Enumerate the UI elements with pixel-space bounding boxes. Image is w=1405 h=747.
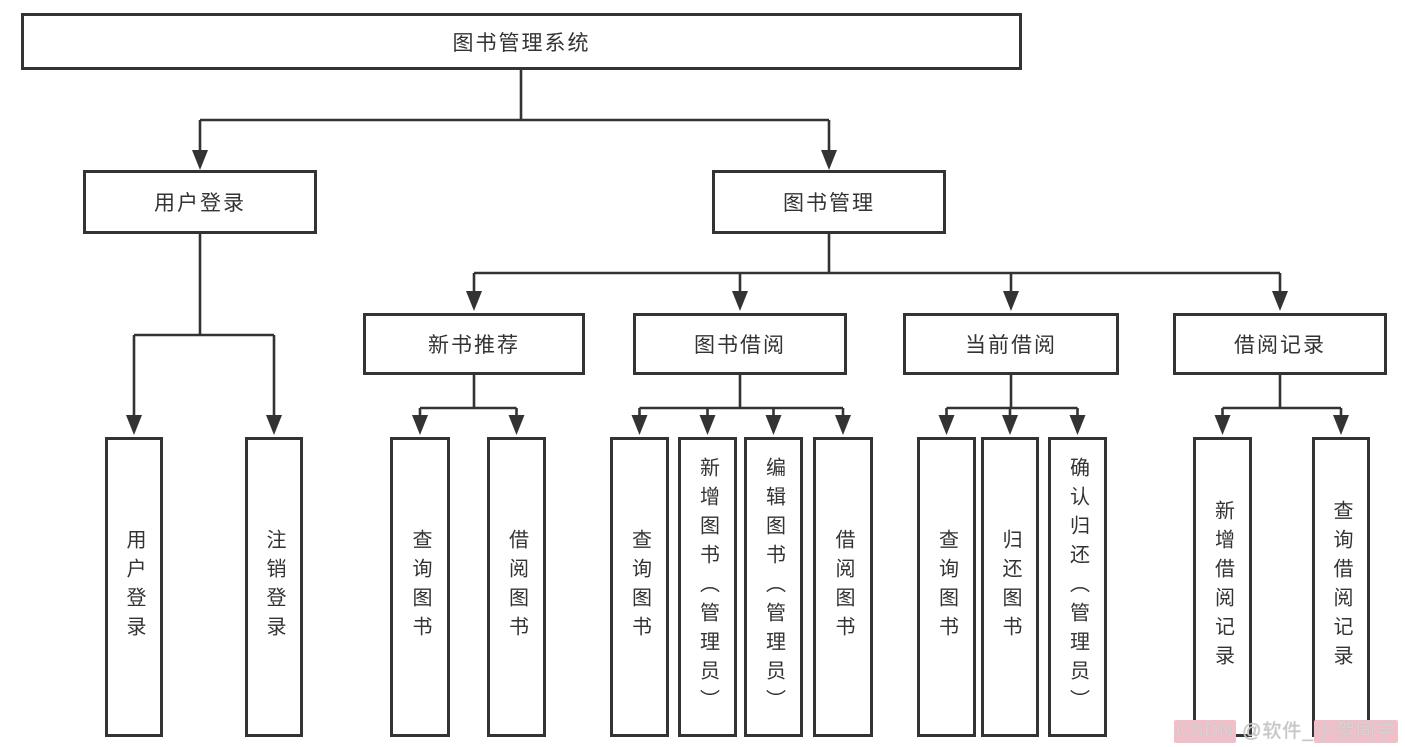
leaf-logout: 注销登录: [245, 437, 303, 737]
leaf-borrow-add-books-admin-label: 新增图书（管理员）: [696, 456, 719, 718]
node-book-borrow: 图书借阅: [633, 313, 847, 375]
node-root-label: 图书管理系统: [452, 31, 591, 55]
leaf-user-login: 用户登录: [105, 437, 163, 737]
node-current-borrow: 当前借阅: [903, 313, 1119, 375]
watermark: CSDN @软件_小贺同学: [1174, 716, 1398, 743]
leaf-current-return-books-label: 归还图书: [999, 529, 1021, 645]
leaf-current-query-books-label: 查询图书: [935, 529, 958, 645]
node-root: 图书管理系统: [21, 13, 1022, 70]
node-borrow-records: 借阅记录: [1173, 313, 1387, 375]
node-borrow-records-label: 借阅记录: [1234, 334, 1326, 357]
node-current-borrow-label: 当前借阅: [965, 334, 1057, 357]
node-book-management-label: 图书管理: [783, 192, 875, 215]
node-new-book-recommend-label: 新书推荐: [428, 334, 520, 357]
leaf-records-query-record: 查询借阅记录: [1312, 437, 1370, 737]
leaf-borrow-edit-books-admin-label: 编辑图书（管理员）: [762, 456, 785, 718]
watermark-handle: @软件_: [1235, 721, 1314, 742]
leaf-records-add-record: 新增借阅记录: [1193, 437, 1252, 737]
node-user-login-label: 用户登录: [154, 192, 246, 215]
leaf-borrow-query-books-label: 查询图书: [628, 529, 651, 645]
leaf-records-add-record-label: 新增借阅记录: [1211, 500, 1234, 674]
leaf-logout-label: 注销登录: [263, 529, 285, 645]
leaf-current-query-books: 查询图书: [917, 437, 976, 737]
leaf-current-return-books: 归还图书: [981, 437, 1039, 737]
leaf-borrow-query-books: 查询图书: [610, 437, 669, 737]
leaf-borrow-borrow-books-label: 借阅图书: [832, 529, 854, 645]
node-new-book-recommend: 新书推荐: [363, 313, 585, 375]
leaf-borrow-add-books-admin: 新增图书（管理员）: [678, 437, 737, 737]
leaf-rec-query-books-label: 查询图书: [409, 529, 431, 645]
leaf-borrow-borrow-books: 借阅图书: [813, 437, 873, 737]
watermark-brand: CSDN: [1174, 720, 1236, 743]
node-book-management: 图书管理: [712, 170, 946, 234]
leaf-borrow-edit-books-admin: 编辑图书（管理员）: [744, 437, 803, 737]
leaf-rec-query-books: 查询图书: [390, 437, 450, 737]
leaf-user-login-label: 用户登录: [123, 529, 145, 645]
node-book-borrow-label: 图书借阅: [694, 334, 786, 357]
leaf-rec-borrow-books-label: 借阅图书: [505, 529, 528, 645]
leaf-records-query-record-label: 查询借阅记录: [1330, 500, 1352, 674]
watermark-username: 小贺同学: [1313, 720, 1398, 743]
leaf-current-confirm-return-admin: 确认归还（管理员）: [1048, 437, 1107, 737]
leaf-rec-borrow-books: 借阅图书: [487, 437, 546, 737]
leaf-current-confirm-return-admin-label: 确认归还（管理员）: [1066, 456, 1089, 718]
node-user-login: 用户登录: [83, 170, 317, 234]
